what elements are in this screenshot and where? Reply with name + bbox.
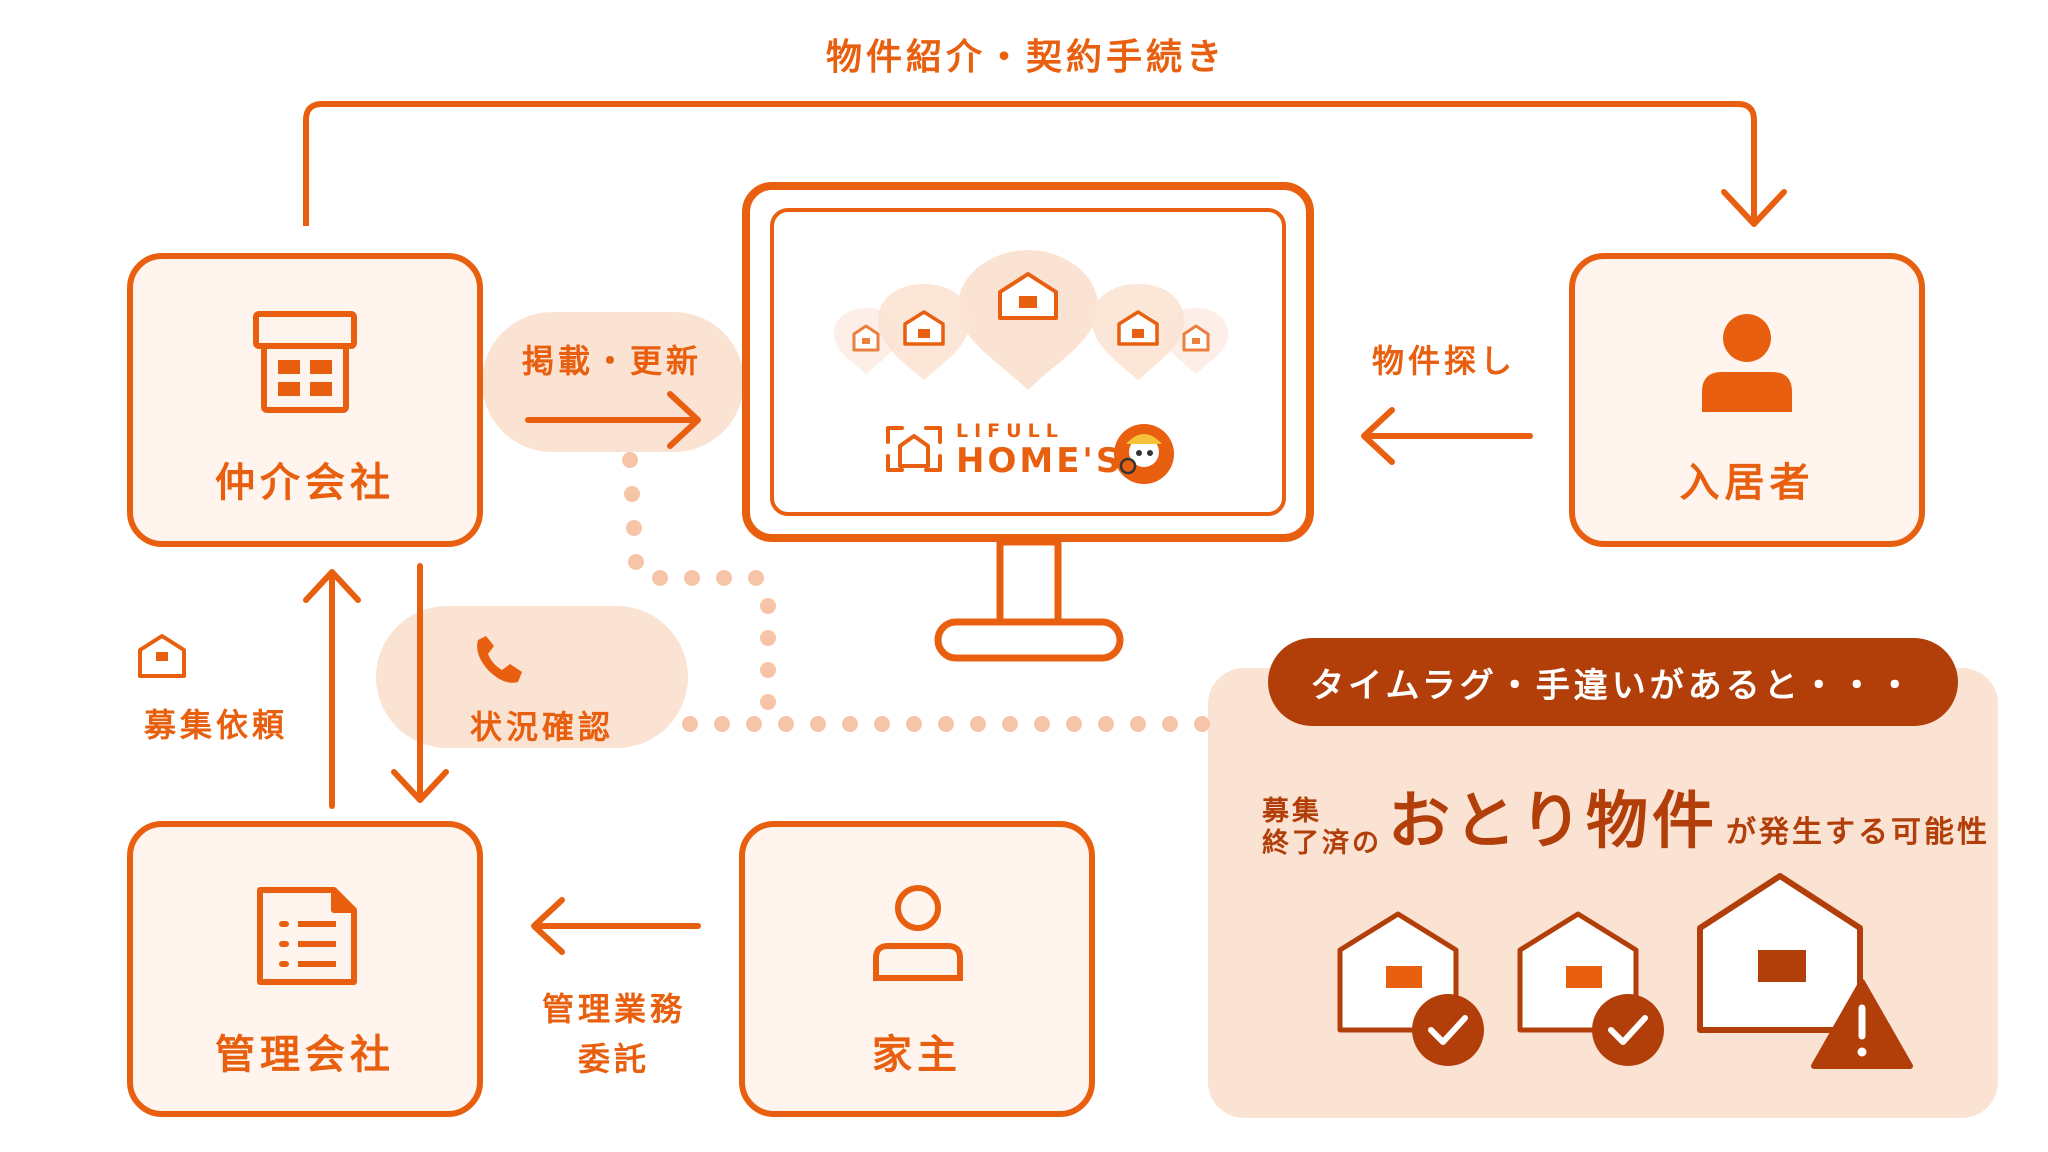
landlord-label: 家主 bbox=[872, 1032, 962, 1078]
warning-prefix-line1: 募集 bbox=[1262, 796, 1322, 827]
house-closed-2 bbox=[1517, 911, 1664, 1066]
status-check-label: 状況確認 bbox=[469, 708, 615, 746]
posting-pill bbox=[482, 312, 744, 452]
status-arrowhead bbox=[391, 769, 449, 803]
house-pin-far-right bbox=[1164, 308, 1228, 374]
posting-arrowhead bbox=[667, 391, 701, 449]
portal-logo: LIFULL HOME'S bbox=[956, 420, 1123, 480]
search-arrowhead bbox=[1361, 407, 1395, 465]
status-pill bbox=[376, 606, 688, 748]
check-icon bbox=[1428, 1015, 1468, 1045]
mascot-icon bbox=[1114, 424, 1174, 484]
management-line2-label: 委託 bbox=[577, 1040, 651, 1078]
house-icon bbox=[138, 634, 186, 678]
house-bait-property bbox=[1697, 873, 1913, 1069]
house-closed-1 bbox=[1337, 911, 1484, 1066]
document-icon bbox=[257, 887, 357, 985]
broker-label: 仲介会社 bbox=[215, 460, 395, 506]
house-pin-large bbox=[958, 250, 1098, 390]
house-pin-left bbox=[878, 284, 970, 380]
posting-label: 掲載・更新 bbox=[521, 342, 703, 380]
top-flow-arrowhead bbox=[1721, 189, 1787, 227]
warning-highlight: おとり物件 bbox=[1388, 784, 1719, 857]
top-flow-label: 物件紹介・契約手続き bbox=[825, 37, 1227, 78]
warning-banner: タイムラグ・手違いがあると・・・ bbox=[1268, 638, 1958, 726]
management-arrowhead bbox=[531, 897, 565, 955]
house-pin-right bbox=[1092, 284, 1184, 380]
house-pin-far-left bbox=[834, 308, 898, 374]
phone-icon bbox=[477, 636, 522, 683]
request-arrowhead bbox=[303, 569, 361, 603]
broker-box bbox=[127, 253, 483, 547]
management-box bbox=[127, 821, 483, 1117]
portal-logo-big: HOME'S bbox=[956, 441, 1124, 481]
warning-suffix: が発生する可能性 bbox=[1726, 815, 1991, 850]
tenant-label: 入居者 bbox=[1679, 460, 1815, 506]
search-label: 物件探し bbox=[1371, 342, 1517, 380]
management-label: 管理会社 bbox=[215, 1032, 395, 1078]
person-icon bbox=[1702, 314, 1792, 412]
dotted-connector bbox=[622, 452, 1210, 732]
portal-logo-mark bbox=[886, 426, 942, 472]
portal-logo-small: LIFULL bbox=[956, 420, 1064, 442]
check-icon bbox=[1608, 1015, 1648, 1045]
warning-prefix-line2: 終了済の bbox=[1262, 828, 1382, 859]
warning-message: 募集 終了済の おとり物件が発生する可能性 bbox=[1262, 770, 1990, 860]
shop-icon bbox=[253, 311, 357, 413]
warning-prefix: 募集 終了済の bbox=[1262, 796, 1382, 860]
landlord-person-icon bbox=[873, 885, 963, 981]
request-label: 募集依頼 bbox=[143, 706, 289, 744]
top-flow-arrow bbox=[303, 101, 1757, 226]
management-line1-label: 管理業務 bbox=[541, 990, 687, 1028]
landlord-box bbox=[739, 821, 1095, 1117]
